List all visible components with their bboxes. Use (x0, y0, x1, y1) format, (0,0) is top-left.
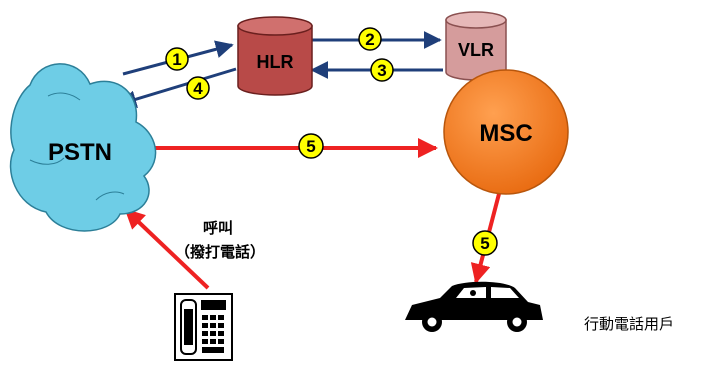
vlr-label: VLR (458, 40, 494, 60)
caller-caption-line1: 呼叫 (203, 219, 233, 237)
step-badge-3: 3 (370, 58, 394, 82)
svg-text:4: 4 (193, 79, 203, 98)
hlr-label: HLR (257, 52, 294, 72)
svg-text:2: 2 (365, 30, 374, 49)
car-icon (405, 281, 543, 332)
hlr-database: HLR (237, 16, 313, 96)
caller-caption-line2: （撥打電話） (175, 243, 265, 261)
step-badge-2: 2 (358, 27, 382, 51)
step-badge-1: 1 (165, 47, 189, 71)
svg-text:1: 1 (172, 50, 181, 69)
step-badge-4: 4 (186, 76, 210, 100)
step-badge-5-page: 5 (472, 230, 498, 256)
arrow-hlr-to-pstn (118, 67, 237, 108)
msc-switch: MSC (443, 69, 569, 195)
pstn-cloud: PSTN (9, 63, 157, 232)
vlr-database: VLR (445, 11, 507, 81)
svg-text:5: 5 (306, 137, 315, 156)
arrow-phone-to-pstn (124, 208, 210, 290)
pstn-label: PSTN (48, 139, 112, 166)
mobile-user-caption: 行動電話用戶 (584, 315, 674, 333)
msc-label: MSC (479, 120, 532, 147)
step-badge-5-call: 5 (298, 133, 324, 159)
svg-text:5: 5 (480, 234, 489, 253)
svg-text:3: 3 (377, 61, 386, 80)
telephone-icon (174, 293, 233, 361)
